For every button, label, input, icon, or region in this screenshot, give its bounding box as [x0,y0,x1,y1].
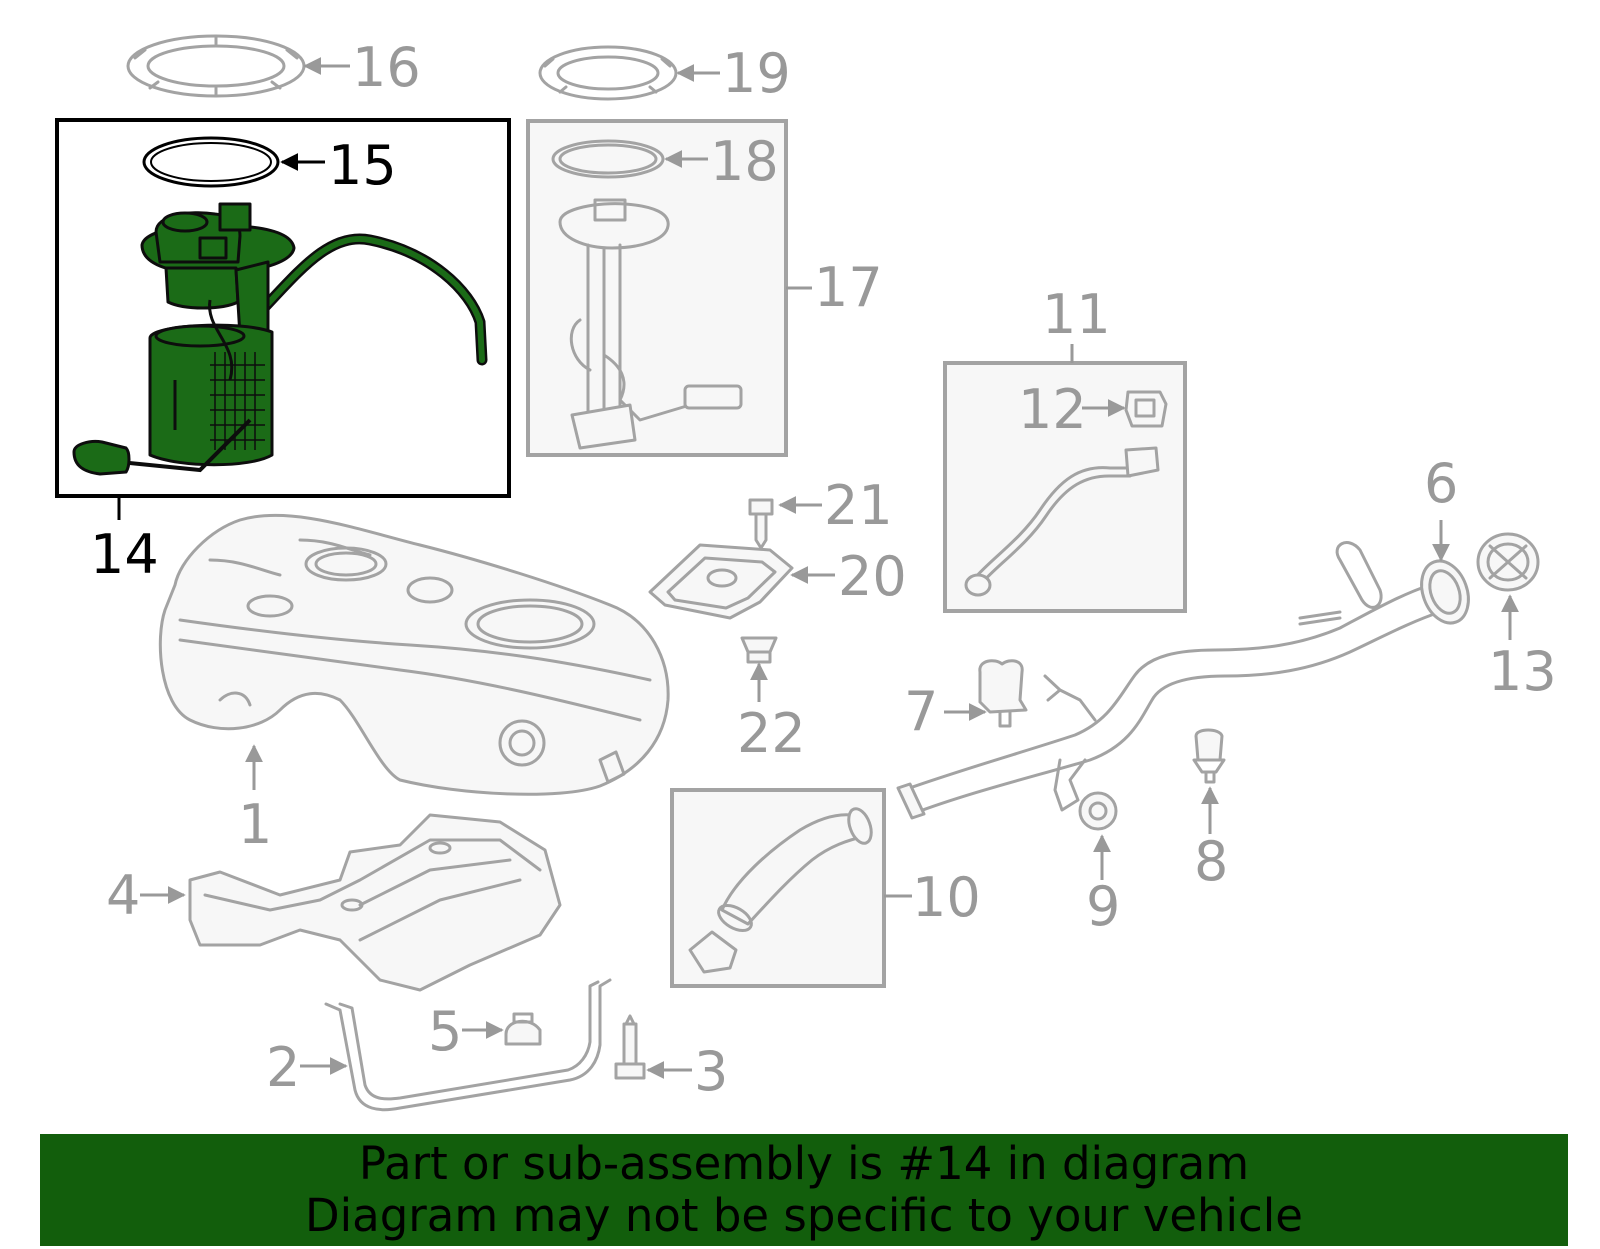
callout-16: 16 [352,36,421,99]
part-17-fuel-sender[interactable] [558,198,743,450]
callout-6: 6 [1424,452,1458,515]
part-9-grommet[interactable] [1078,791,1118,831]
callout-22: 22 [737,702,806,765]
callout-19: 19 [722,42,791,105]
part-21-bolt[interactable] [748,498,774,550]
callout-17: 17 [814,256,883,319]
callout-20: 20 [838,545,907,608]
assembly-17-box [526,119,788,457]
banner-line-2: Diagram may not be specific to your vehi… [305,1189,1303,1242]
part-13-fuel-cap[interactable] [1476,532,1540,592]
callout-3: 3 [694,1040,728,1103]
callout-21: 21 [824,474,893,537]
callout-18: 18 [710,130,779,193]
part-7-clip[interactable] [978,659,1028,728]
info-banner: Part or sub-assembly is #14 in diagram D… [40,1134,1568,1246]
part-5-nut[interactable] [504,1012,542,1046]
callout-14: 14 [90,523,159,586]
part-11-wire-harness[interactable] [964,446,1160,597]
part-15-seal[interactable] [142,136,280,188]
callout-8: 8 [1194,830,1228,893]
callout-7: 7 [904,680,938,743]
part-10-filler-hose[interactable] [688,806,876,974]
part-19-lock-ring[interactable] [538,45,678,101]
part-3-bolt[interactable] [614,1014,646,1080]
callout-15: 15 [328,134,397,197]
callout-13: 13 [1488,640,1557,703]
callout-11: 11 [1042,283,1111,346]
callout-10: 10 [912,866,981,929]
assembly-14-box [55,118,511,498]
banner-line-1: Part or sub-assembly is #14 in diagram [358,1137,1250,1190]
part-20-heat-shield[interactable] [648,543,794,620]
part-4-tank-shield[interactable] [188,813,562,992]
part-12-connector[interactable] [1124,390,1168,428]
part-16-lock-ring[interactable] [126,34,306,98]
part-8-clip[interactable] [1192,728,1226,784]
part-14-fuel-pump-module[interactable] [72,202,488,476]
part-18-seal[interactable] [551,139,665,179]
callout-4: 4 [106,864,140,927]
part-22-nut[interactable] [740,636,778,664]
callout-2: 2 [266,1036,300,1099]
callout-5: 5 [428,1000,462,1063]
part-1-fuel-tank[interactable] [158,513,670,796]
callout-12: 12 [1018,378,1087,441]
callout-1: 1 [238,793,272,856]
callout-9: 9 [1086,875,1120,938]
part-6-filler-neck[interactable] [896,541,1477,820]
part-2-tank-strap[interactable] [324,978,612,1112]
